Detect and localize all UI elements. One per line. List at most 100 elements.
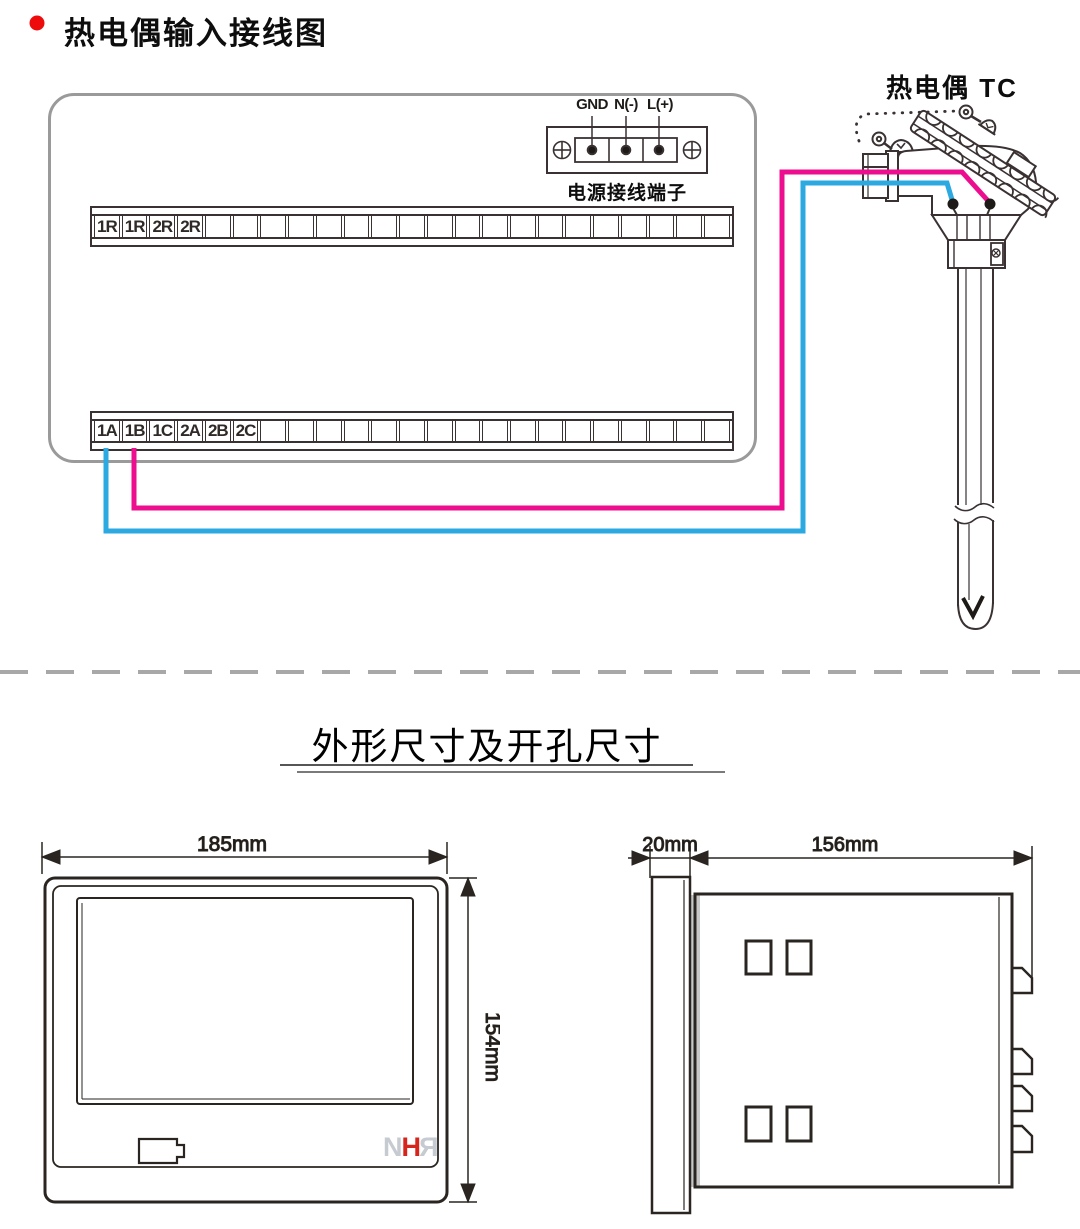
power-label-gnd: GND: [576, 96, 608, 113]
front-bezel: [52, 885, 439, 1168]
terminal-cell: [510, 216, 536, 237]
mounting-latch: [1012, 1124, 1034, 1154]
terminal-cell: [537, 421, 564, 441]
eye-screw-icon: [958, 104, 997, 136]
terminal-cell: [510, 421, 536, 441]
terminal-cell: [648, 421, 675, 441]
wire-negative-1a: [103, 180, 956, 534]
wiring-linework: [103, 104, 1060, 631]
power-block-outline: [546, 126, 708, 174]
terminal-cell: [371, 421, 398, 441]
usb-slot-icon: [137, 1137, 186, 1165]
terminal-cell: 2B: [204, 421, 231, 441]
terminal-cell: [593, 421, 619, 441]
terminal-cell: [426, 216, 453, 237]
eye-screw-icon: [871, 131, 917, 153]
mounting-latch: [1012, 1047, 1034, 1076]
terminal-cell: [676, 216, 703, 237]
wire-positive-1b: [131, 169, 992, 511]
recorder-rear-panel-outline: [48, 93, 757, 463]
terminal-cell: [260, 216, 287, 237]
terminal-cell: [315, 216, 342, 237]
terminal-cell: [343, 216, 370, 237]
vent-slot: [744, 1105, 773, 1143]
terminal-dot-n: [620, 144, 632, 156]
terminal-cell: 1R: [121, 216, 148, 237]
mounting-latch: [1012, 966, 1034, 995]
terminal-cell: [288, 421, 314, 441]
side-depth-dimension: 20mm: [642, 834, 698, 856]
strip-rail: [92, 237, 732, 245]
logo-letter-r: R: [420, 1132, 439, 1162]
front-outer-case: [43, 876, 449, 1204]
terminal-cell: [399, 421, 425, 441]
screw-icon: [552, 140, 572, 160]
arrowhead-right: [631, 850, 652, 866]
screw-icon: [682, 140, 702, 160]
tube-break-mark: [954, 502, 995, 512]
power-label-n: N(-): [614, 96, 638, 113]
power-terminal-caption: 电源接线端子: [566, 183, 688, 204]
side-view-drawing: 20mm 156mm: [628, 834, 1034, 1215]
front-view-drawing: 185mm 154mm: [40, 833, 500, 1204]
strip-rail: [92, 208, 732, 216]
terminal-cell: 1C: [149, 421, 176, 441]
terminal-dot-gnd: [586, 144, 598, 156]
front-height-dimension: 154mm: [481, 1012, 500, 1082]
terminal-cell: [232, 216, 259, 237]
terminal-cell: [565, 421, 592, 441]
arrowhead-left: [688, 850, 709, 866]
terminal-cell: [676, 421, 703, 441]
mounting-latch: [1012, 1084, 1034, 1113]
title-underline: [280, 764, 693, 766]
terminal-cell: [426, 421, 453, 441]
terminal-cell: 2C: [232, 421, 259, 441]
nhr-logo: NHR: [383, 1132, 439, 1163]
terminal-cell: [371, 216, 398, 237]
terminal-cell: [343, 421, 370, 441]
power-label-l: L(+): [647, 96, 673, 113]
strip-rail: [92, 441, 732, 449]
terminal-cell: [260, 421, 287, 441]
logo-letter-n: N: [383, 1132, 402, 1162]
arrowhead-right: [428, 849, 449, 865]
vent-slot: [785, 1105, 813, 1143]
tube-break-mark: [953, 516, 995, 525]
thermocouple-drawing: [854, 104, 1060, 631]
page-title: 热电偶输入接线图: [64, 16, 328, 51]
dashed-divider: [0, 670, 1080, 674]
title-underline: [297, 771, 725, 773]
section-title-dimensions: 外形尺寸及开孔尺寸: [311, 726, 663, 767]
terminal-cell: [537, 216, 564, 237]
terminal-cell: [620, 421, 647, 441]
tc-screw-cap: [909, 109, 1060, 219]
front-width-dimension: 185mm: [197, 833, 267, 856]
tc-neck-and-clamp: [930, 207, 1023, 269]
terminal-cell: 2A: [177, 421, 203, 441]
arrowhead-up: [460, 876, 476, 897]
terminal-cell: [482, 216, 509, 237]
terminal-cell: [399, 216, 425, 237]
vent-slot: [785, 939, 813, 976]
terminal-dot-l: [653, 144, 665, 156]
strip-rail: [92, 413, 732, 421]
terminal-cell: [704, 216, 730, 237]
terminal-cell: [620, 216, 647, 237]
terminal-cell: 2R: [177, 216, 203, 237]
front-screen: [76, 897, 414, 1105]
terminal-cell: [648, 216, 675, 237]
thermocouple-label: 热电偶 TC: [886, 73, 1018, 103]
side-length-dimension: 156mm: [812, 834, 879, 856]
power-terminal-block: [546, 116, 708, 174]
terminal-cell: [454, 421, 481, 441]
arrowhead-left: [40, 849, 61, 865]
tc-terminal-dot: [947, 198, 959, 210]
vent-slot: [744, 939, 773, 976]
terminal-cell: 1A: [94, 421, 120, 441]
tc-probe-tube: [953, 268, 995, 631]
